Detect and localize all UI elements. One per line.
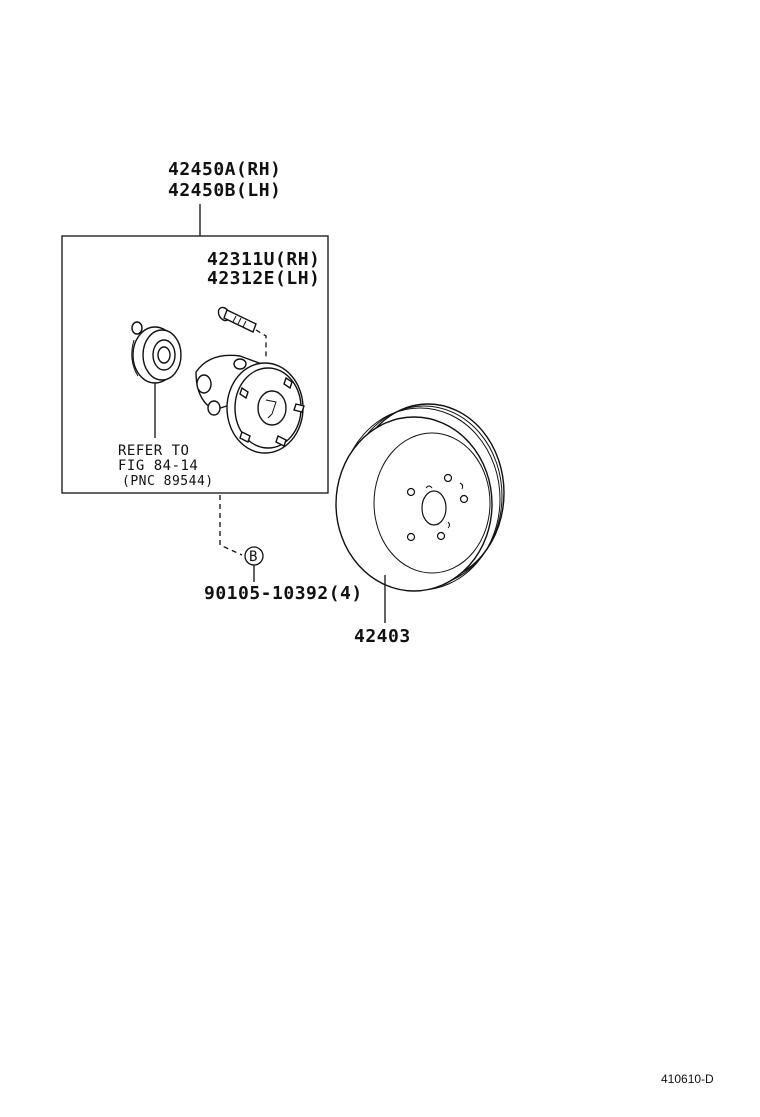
hub-bolt-part[interactable] — [216, 305, 257, 333]
diagram-id: 410610-D — [661, 1072, 714, 1086]
hub-assembly-label-lh[interactable]: 42450B(LH) — [168, 180, 281, 201]
bearing-reference-line1[interactable]: REFER TO — [118, 443, 189, 459]
hub-assembly-label-rh[interactable]: 42450A(RH) — [168, 159, 281, 180]
bolt-callout-leader — [219, 495, 243, 556]
hub-bolt-label-rh[interactable]: 42311U(RH) — [207, 249, 320, 270]
bolt-part-number[interactable]: 90105-10392(4) — [204, 583, 363, 604]
bearing-reference-line2[interactable]: FIG 84-14 — [118, 458, 198, 474]
hub-bolt-leader — [255, 329, 267, 360]
hub-flange-part[interactable] — [195, 354, 305, 454]
bolt-callout-marker: B — [249, 549, 258, 565]
bearing-reference-line3[interactable]: (PNC 89544) — [122, 474, 214, 489]
bearing-part[interactable] — [131, 321, 182, 384]
brake-drum-part[interactable] — [335, 403, 505, 592]
hub-bolt-label-lh[interactable]: 42312E(LH) — [207, 268, 320, 289]
brake-drum-part-number[interactable]: 42403 — [354, 626, 411, 647]
hub-assembly-frame — [61, 235, 329, 494]
